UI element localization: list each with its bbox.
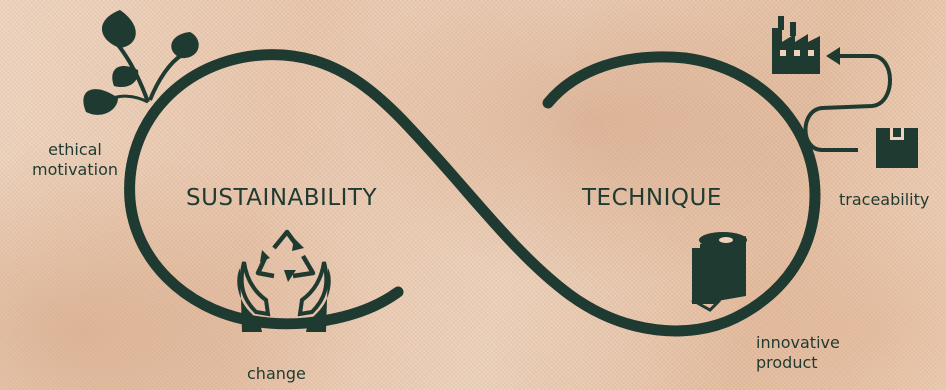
sustainability-title: SUSTAINABILITY — [186, 185, 378, 211]
paper-roll-icon — [691, 232, 747, 312]
traceability-label: traceability — [839, 190, 930, 209]
leaves-icon — [83, 10, 199, 115]
technique-title: TECHNIQUE — [582, 185, 722, 211]
box-icon — [876, 128, 918, 168]
change-label: change — [247, 364, 306, 383]
infinity-loop-path — [124, 49, 821, 337]
recycle-hands-icon — [237, 229, 331, 332]
innovative-product-label: innovative product — [756, 333, 840, 373]
factory-icon — [772, 16, 820, 74]
ethical-label-line1: ethical — [48, 140, 102, 159]
traceability-arrow-icon — [803, 47, 892, 152]
innovative-label-line2: product — [756, 353, 818, 372]
ethical-motivation-label: ethical motivation — [30, 140, 120, 180]
innovative-label-line1: innovative — [756, 333, 840, 352]
ethical-label-line2: motivation — [31, 160, 118, 179]
